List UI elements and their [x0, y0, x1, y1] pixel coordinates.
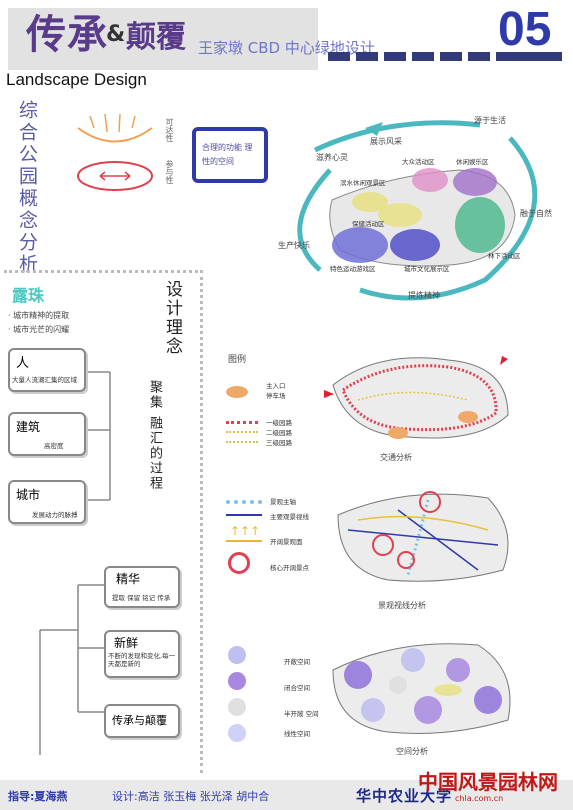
cycle-label-4: 生产快乐	[278, 241, 310, 250]
header-dash	[356, 52, 378, 61]
legend-parking: 停车场	[266, 392, 286, 400]
open-space-swatch	[228, 646, 246, 664]
box-essence: 精华 提取 保留 铭记 传承	[104, 566, 180, 608]
space-map	[332, 643, 511, 734]
cycle-label-0: 展示风采	[370, 137, 402, 146]
zone-label-1: 休闲娱乐区	[456, 158, 489, 166]
parking-swatch	[226, 386, 248, 398]
box-people: 人 大量人流潮汇集的区域	[8, 348, 86, 392]
traffic-map	[324, 356, 509, 439]
cycle-diagram	[297, 120, 538, 301]
view-caption: 景观视线分析	[378, 601, 426, 610]
school-name: 华中农业大学	[356, 787, 453, 805]
header-band	[8, 8, 318, 70]
box-inherit-subvert: 传承与颠覆	[104, 704, 180, 738]
zone-label-6: 林下活动区	[488, 252, 521, 260]
center-box: 合理的功能 理性的空间	[192, 127, 268, 183]
view-map	[337, 491, 509, 582]
linear-space-swatch	[228, 724, 246, 742]
legend-semi-open: 半开敞 空间	[284, 710, 319, 718]
zone-label-4: 特色运动游戏区	[330, 265, 376, 273]
header-dash	[440, 52, 462, 61]
legend-road-3: 三级园路	[266, 439, 292, 447]
cycle-label-2: 滋养心灵	[316, 153, 348, 162]
legend-title: 图例	[228, 355, 247, 365]
road-3-swatch	[226, 441, 258, 443]
semi-open-swatch	[228, 698, 246, 716]
watermark-logo: 中国风景园林网	[418, 770, 558, 794]
legend-view-axis: 景观主轴	[270, 498, 296, 506]
zone-label-0: 大众活动区	[402, 158, 435, 166]
road-2-swatch	[226, 431, 258, 433]
cycle-label-3: 融于自然	[520, 209, 552, 218]
concept-side-title: 综合公园概念分析	[16, 100, 38, 276]
traffic-caption: 交通分析	[380, 453, 412, 462]
idea-connectors	[39, 371, 111, 755]
box-building: 建筑 高密度	[8, 412, 86, 456]
title-part-a: 传承	[26, 11, 108, 58]
legend-road-1: 一级园路	[266, 419, 292, 427]
english-title: Landscape Design	[6, 70, 147, 89]
watermark-url: chla.com.cn	[455, 794, 504, 803]
design-idea-frame	[4, 270, 203, 773]
cycle-label-5: 提炼精神	[408, 291, 440, 300]
center-box-text: 合理的功能 理性的空间	[202, 143, 253, 166]
advisor-text: 指导:夏海燕	[8, 790, 68, 803]
zone-label-5: 城市文化展示区	[404, 265, 450, 273]
legend-main-entry: 主入口	[266, 382, 286, 390]
zone-label-2: 滨水休闲观景区	[340, 179, 386, 187]
legend-core-view: 核心开阔景点	[270, 564, 309, 572]
box-city: 城市 发展动力的脉搏	[8, 480, 86, 524]
header-dash	[384, 52, 406, 61]
legend-open-view: 开阔景观面	[270, 538, 303, 546]
road-1-swatch	[226, 421, 258, 424]
title-ampersand: &	[106, 22, 126, 47]
zone-label-3: 保健活动区	[352, 220, 385, 228]
header-dash	[496, 52, 562, 61]
legend-closed-space: 闭合空间	[284, 684, 310, 692]
process-text: 聚集 融汇的过程	[147, 380, 162, 492]
core-view-swatch	[228, 552, 250, 574]
open-view-swatch: ↑↑↑	[226, 522, 270, 542]
title-part-b: 颠覆	[126, 20, 186, 55]
accessibility-label: 可达性	[165, 118, 174, 142]
header-dash	[328, 52, 350, 61]
designers-text: 设计:高洁 张玉梅 张光泽 胡中合	[112, 790, 270, 803]
header-dash	[412, 52, 434, 61]
legend-open-space: 开敞空间	[284, 658, 310, 666]
legend-road-2: 二级园路	[266, 429, 292, 437]
idea-line-1: · 城市光芒的闪耀	[8, 325, 70, 334]
footer-band	[0, 780, 573, 810]
legend-linear-space: 线性空间	[284, 730, 310, 738]
sightline-swatch	[226, 514, 262, 516]
cycle-label-1: 源于生活	[474, 116, 506, 125]
header-dash	[468, 52, 490, 61]
design-concept-title: 设计理念	[162, 280, 182, 356]
section-title-dewdrop: 露珠	[12, 286, 45, 305]
legend-sightline: 主要观景视线	[270, 513, 309, 521]
idea-line-0: · 城市精神的提取	[8, 311, 70, 320]
space-caption: 空间分析	[396, 747, 428, 756]
box-freshness: 新鲜 不断的发现和变化,每一天都是新的	[104, 630, 180, 678]
participation-label: 参与性	[165, 160, 174, 184]
page-number: 05	[498, 3, 552, 56]
closed-space-swatch	[228, 672, 246, 690]
concept-icons	[77, 113, 153, 191]
view-axis-swatch	[226, 500, 262, 504]
